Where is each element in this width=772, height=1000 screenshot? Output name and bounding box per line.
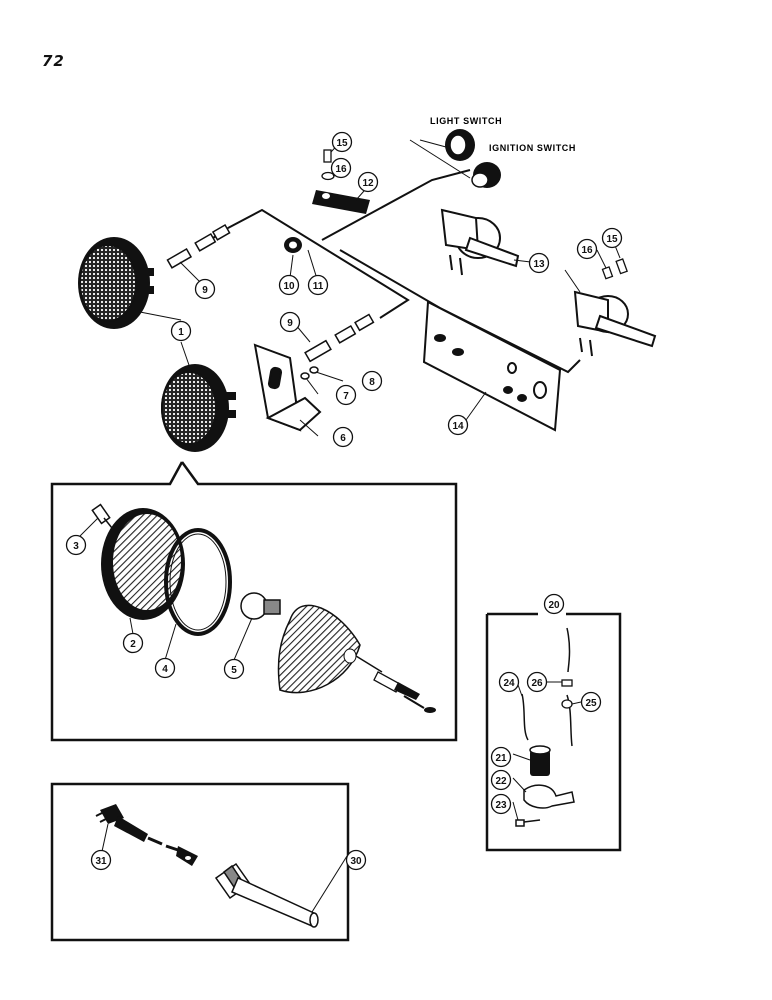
bullet-connector-upper	[166, 224, 231, 269]
callout-13: 13	[533, 259, 545, 270]
condenser-screw	[515, 819, 541, 827]
wiring-harness	[209, 169, 581, 374]
light-switch	[419, 129, 475, 161]
heater-element	[214, 862, 319, 928]
callout-10: 10	[283, 281, 295, 292]
condenser-clamp	[523, 784, 575, 809]
callout-9-upper: 9	[202, 285, 208, 296]
callout-14: 14	[452, 421, 464, 432]
tail-lamp-lower	[161, 364, 236, 452]
bolt-upper	[321, 149, 335, 181]
callout-24: 24	[503, 678, 515, 689]
callouts	[65, 131, 623, 871]
callout-7: 7	[343, 391, 349, 402]
callout-8: 8	[369, 377, 375, 388]
lamp-bracket	[253, 343, 322, 432]
callout-30: 30	[350, 856, 362, 867]
toggle-switch-lower	[573, 290, 657, 357]
page-number: 72	[42, 52, 65, 70]
callout-9-lower: 9	[287, 318, 293, 329]
light-switch-label: LIGHT SWITCH	[430, 116, 502, 126]
callout-21: 21	[495, 753, 507, 764]
callout-2: 2	[130, 639, 136, 650]
callout-4: 4	[162, 664, 168, 675]
lens-gasket	[164, 528, 232, 636]
callout-16-right: 16	[581, 245, 593, 256]
callout-16-upper: 16	[335, 164, 347, 175]
callout-20: 20	[548, 600, 560, 611]
switch-panel	[422, 300, 562, 432]
callout-12: 12	[362, 178, 374, 189]
grommet	[284, 237, 302, 253]
callout-6: 6	[340, 433, 346, 444]
bullet-connector-lower	[304, 313, 375, 363]
condenser-panel	[485, 612, 622, 852]
callout-numbers: 1 2 3 4 5 6 7 8 9 9 10 11 12 13 14 15 15…	[73, 138, 618, 867]
callout-26: 26	[531, 678, 543, 689]
lamp-bulb	[240, 592, 281, 620]
bolt-right	[601, 258, 628, 280]
toggle-switch-upper	[440, 208, 520, 276]
callout-5: 5	[231, 665, 237, 676]
washers	[300, 366, 319, 380]
callout-11: 11	[313, 281, 324, 292]
harness-clip	[312, 190, 370, 214]
callout-22: 22	[495, 776, 507, 787]
callout-1: 1	[178, 327, 184, 338]
callout-25: 25	[585, 698, 597, 709]
terminal-26	[561, 679, 573, 709]
callout-31: 31	[95, 856, 107, 867]
lamp-detail-panel	[50, 461, 458, 742]
ignition-switch	[409, 139, 501, 188]
lamp-lens	[101, 508, 185, 620]
tail-lamp-upper	[78, 237, 154, 329]
callout-15-right: 15	[606, 234, 618, 245]
condenser	[529, 745, 551, 776]
lamp-housing	[277, 604, 436, 713]
callout-3: 3	[73, 541, 79, 552]
callout-23: 23	[495, 800, 507, 811]
callout-15-upper: 15	[336, 138, 348, 149]
ignition-switch-label: IGNITION SWITCH	[489, 143, 576, 153]
power-cord	[95, 804, 198, 866]
block-heater-panel	[50, 782, 350, 942]
condenser-lead-wire	[521, 627, 573, 747]
lens-screw	[91, 503, 113, 529]
